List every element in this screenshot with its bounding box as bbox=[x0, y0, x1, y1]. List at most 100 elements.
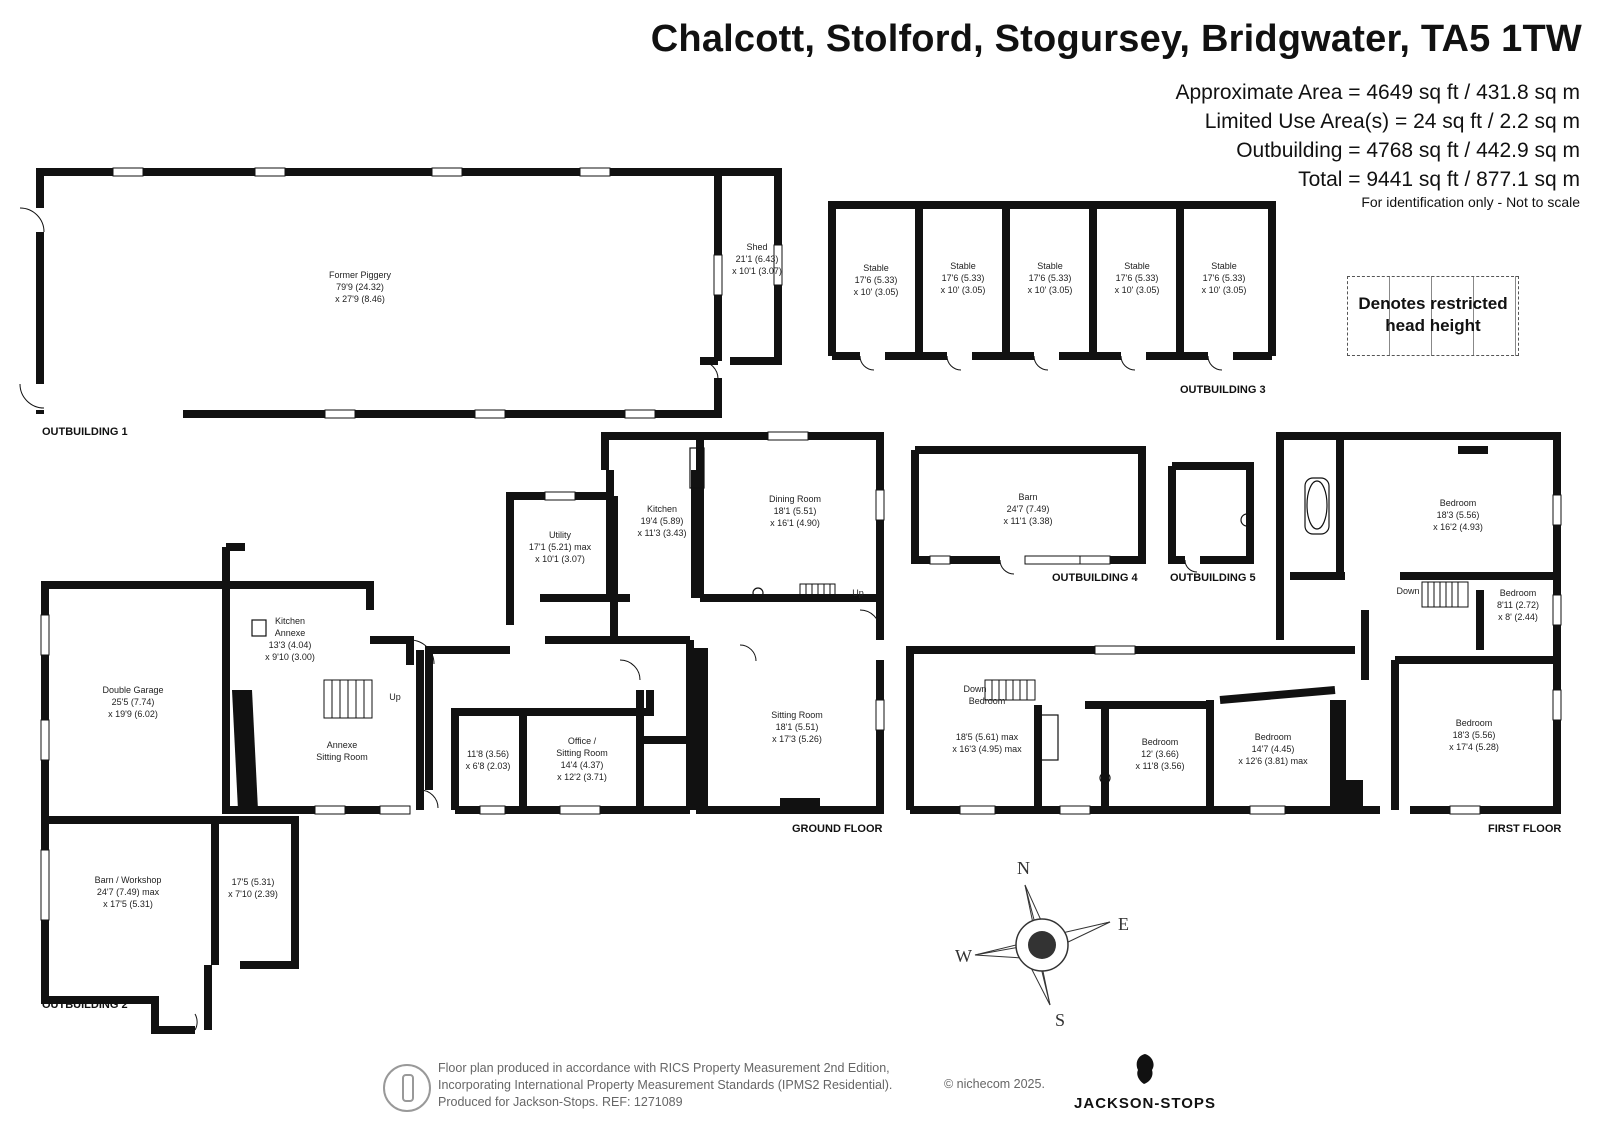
outbuilding-area: Outbuilding = 4768 sq ft / 442.9 sq m bbox=[1236, 139, 1580, 162]
stair-up-main: Up bbox=[852, 588, 864, 598]
svg-text:x 27'9 (8.46): x 27'9 (8.46) bbox=[335, 294, 385, 304]
room-double-garage: Double Garage 25'5 (7.74) x 19'9 (6.02) bbox=[102, 685, 163, 719]
room-stable-3: Stable 17'6 (5.33) x 10' (3.05) bbox=[1028, 261, 1073, 295]
legend-line-2: head height bbox=[1385, 316, 1481, 335]
svg-text:x 16'1 (4.90): x 16'1 (4.90) bbox=[770, 518, 820, 528]
svg-text:17'6 (5.33): 17'6 (5.33) bbox=[1116, 273, 1159, 283]
svg-text:14'4 (4.37): 14'4 (4.37) bbox=[561, 760, 604, 770]
limited-use-area: Limited Use Area(s) = 24 sq ft / 2.2 sq … bbox=[1204, 110, 1580, 133]
svg-text:Stable: Stable bbox=[863, 263, 889, 273]
svg-text:x 11'8 (3.56): x 11'8 (3.56) bbox=[1135, 761, 1184, 771]
room-dining: Dining Room 18'1 (5.51) x 16'1 (4.90) bbox=[769, 494, 821, 528]
room-stable-2: Stable 17'6 (5.33) x 10' (3.05) bbox=[941, 261, 986, 295]
stair-up-annexe: Up bbox=[389, 692, 401, 702]
svg-text:17'6 (5.33): 17'6 (5.33) bbox=[855, 275, 898, 285]
svg-text:19'4 (5.89): 19'4 (5.89) bbox=[641, 516, 684, 526]
svg-text:24'7 (7.49): 24'7 (7.49) bbox=[1007, 504, 1050, 514]
fixtures bbox=[251, 447, 1330, 784]
restricted-height-legend: Denotes restricted head height bbox=[1347, 276, 1519, 356]
room-ff-bedroom-right: Bedroom 14'7 (4.45) x 12'6 (3.81) max bbox=[1238, 732, 1308, 766]
compass-north: N bbox=[1017, 858, 1030, 878]
stairs bbox=[323, 581, 1469, 719]
room-stable-4: Stable 17'6 (5.33) x 10' (3.05) bbox=[1115, 261, 1160, 295]
svg-text:13'3 (4.04): 13'3 (4.04) bbox=[269, 640, 312, 650]
svg-text:Annexe: Annexe bbox=[327, 740, 358, 750]
copyright-notice: © nichecom 2025. bbox=[944, 1077, 1045, 1091]
brand-logo: JACKSON-STOPS bbox=[1070, 1052, 1220, 1112]
svg-text:18'1 (5.51): 18'1 (5.51) bbox=[776, 722, 819, 732]
outbuilding-3-walls bbox=[828, 201, 1276, 360]
svg-text:25'5 (7.74): 25'5 (7.74) bbox=[112, 697, 155, 707]
svg-text:Sitting Room: Sitting Room bbox=[556, 748, 608, 758]
svg-text:79'9 (24.32): 79'9 (24.32) bbox=[336, 282, 384, 292]
scale-disclaimer: For identification only - Not to scale bbox=[1361, 194, 1580, 210]
compass-south: S bbox=[1055, 1010, 1065, 1030]
label-outbuilding-3: OUTBUILDING 3 bbox=[1180, 384, 1266, 396]
svg-text:Kitchen: Kitchen bbox=[275, 616, 305, 626]
svg-text:Barn / Workshop: Barn / Workshop bbox=[95, 875, 162, 885]
svg-text:x 16'2 (4.93): x 16'2 (4.93) bbox=[1433, 522, 1483, 532]
compass-rose: N E S W bbox=[955, 858, 1129, 1030]
room-small-store: 11'8 (3.56) x 6'8 (2.03) bbox=[466, 749, 511, 771]
room-stable-1: Stable 17'6 (5.33) x 10' (3.05) bbox=[854, 263, 899, 297]
property-address-title: Chalcott, Stolford, Stogursey, Bridgwate… bbox=[650, 18, 1582, 60]
svg-text:x 19'9 (6.02): x 19'9 (6.02) bbox=[108, 709, 158, 719]
door-swings bbox=[19, 207, 1223, 1031]
svg-text:Dining Room: Dining Room bbox=[769, 494, 821, 504]
svg-text:Bedroom: Bedroom bbox=[1456, 718, 1493, 728]
room-ff-bedroom-middle: Bedroom 12' (3.66) x 11'8 (3.56) bbox=[1135, 737, 1184, 771]
svg-text:Double Garage: Double Garage bbox=[102, 685, 163, 695]
svg-text:x 12'6 (3.81) max: x 12'6 (3.81) max bbox=[1238, 756, 1308, 766]
svg-text:x 10' (3.05): x 10' (3.05) bbox=[1202, 285, 1247, 295]
room-ff-bedroom-bottom-right: Bedroom 18'3 (5.56) x 17'4 (5.28) bbox=[1449, 718, 1499, 752]
svg-text:17'1 (5.21) max: 17'1 (5.21) max bbox=[529, 542, 592, 552]
label-first-floor: FIRST FLOOR bbox=[1488, 823, 1561, 835]
svg-text:x 7'10 (2.39): x 7'10 (2.39) bbox=[228, 889, 278, 899]
svg-text:Shed: Shed bbox=[746, 242, 767, 252]
svg-text:x 10' (3.05): x 10' (3.05) bbox=[1115, 285, 1160, 295]
svg-text:21'1 (6.43): 21'1 (6.43) bbox=[736, 254, 779, 264]
svg-text:8'11 (2.72): 8'11 (2.72) bbox=[1497, 600, 1539, 610]
brand-name: JACKSON-STOPS bbox=[1074, 1095, 1216, 1112]
label-outbuilding-1: OUTBUILDING 1 bbox=[42, 426, 128, 438]
svg-text:Bedroom: Bedroom bbox=[1500, 588, 1537, 598]
svg-text:17'5 (5.31): 17'5 (5.31) bbox=[232, 877, 275, 887]
room-barn-workshop: Barn / Workshop 24'7 (7.49) max x 17'5 (… bbox=[95, 875, 162, 909]
label-outbuilding-5: OUTBUILDING 5 bbox=[1170, 572, 1256, 584]
svg-text:x 6'8 (2.03): x 6'8 (2.03) bbox=[466, 761, 511, 771]
svg-text:Bedroom: Bedroom bbox=[1255, 732, 1292, 742]
svg-text:11'8 (3.56): 11'8 (3.56) bbox=[467, 749, 509, 759]
compass-east: E bbox=[1118, 914, 1129, 934]
room-ff-bedroom-small: Bedroom 8'11 (2.72) x 8' (2.44) bbox=[1497, 588, 1539, 622]
windows bbox=[40, 167, 1562, 921]
svg-text:24'7 (7.49) max: 24'7 (7.49) max bbox=[97, 887, 160, 897]
svg-text:x 9'10 (3.00): x 9'10 (3.00) bbox=[265, 652, 315, 662]
room-ff-bedroom-top-right: Bedroom 18'3 (5.56) x 16'2 (4.93) bbox=[1433, 498, 1483, 532]
measurement-footer: Floor plan produced in accordance with R… bbox=[438, 1060, 892, 1111]
total-area: Total = 9441 sq ft / 877.1 sq m bbox=[1298, 168, 1580, 191]
room-stable-5: Stable 17'6 (5.33) x 10' (3.05) bbox=[1202, 261, 1247, 295]
svg-text:18'3 (5.56): 18'3 (5.56) bbox=[1437, 510, 1480, 520]
svg-text:18'5 (5.61) max: 18'5 (5.61) max bbox=[956, 732, 1019, 742]
svg-text:x 10' (3.05): x 10' (3.05) bbox=[1028, 285, 1073, 295]
room-ff-bedroom-left: Bedroom 18'5 (5.61) max x 16'3 (4.95) ma… bbox=[952, 696, 1022, 754]
svg-text:Bedroom: Bedroom bbox=[1440, 498, 1477, 508]
compass-west: W bbox=[955, 946, 972, 966]
svg-text:x 12'2 (3.71): x 12'2 (3.71) bbox=[557, 772, 607, 782]
footer-line-1: Floor plan produced in accordance with R… bbox=[438, 1061, 890, 1075]
svg-text:x 17'5 (5.31): x 17'5 (5.31) bbox=[103, 899, 153, 909]
svg-text:Bedroom: Bedroom bbox=[969, 696, 1006, 706]
rics-logo-icon bbox=[383, 1064, 431, 1112]
svg-text:x 11'1 (3.38): x 11'1 (3.38) bbox=[1003, 516, 1052, 526]
svg-text:x 17'3 (5.26): x 17'3 (5.26) bbox=[772, 734, 822, 744]
stair-down-left: Down bbox=[963, 684, 986, 694]
outbuilding-1-walls bbox=[36, 168, 782, 418]
svg-text:Barn: Barn bbox=[1018, 492, 1037, 502]
svg-text:Sitting Room: Sitting Room bbox=[771, 710, 823, 720]
room-office: Office / Sitting Room 14'4 (4.37) x 12'2… bbox=[556, 736, 608, 782]
svg-text:x 11'3 (3.43): x 11'3 (3.43) bbox=[637, 528, 686, 538]
svg-text:Bedroom: Bedroom bbox=[1142, 737, 1179, 747]
approximate-area: Approximate Area = 4649 sq ft / 431.8 sq… bbox=[1175, 81, 1581, 104]
svg-text:Annexe: Annexe bbox=[275, 628, 306, 638]
